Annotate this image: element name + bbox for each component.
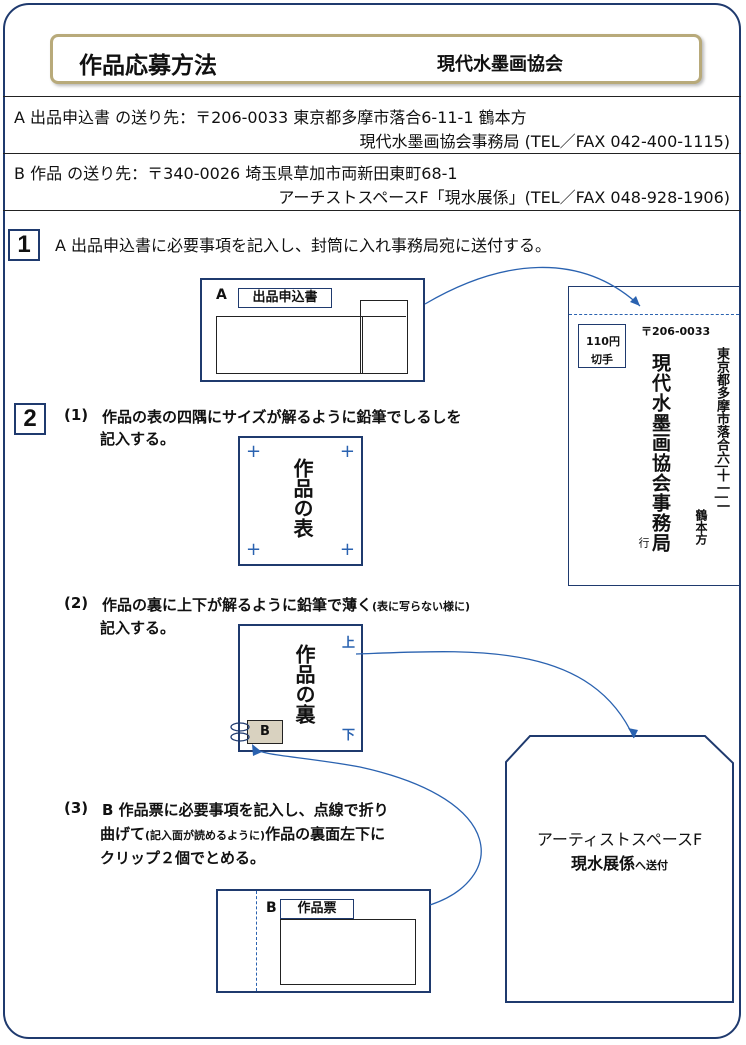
address-a-line1: A 出品申込書 の送り先：〒206-0033 東京都多摩市落合6-11-1 鶴本… [14,108,527,127]
step2-sub1-line1: 作品の表の四隅にサイズが解るように鉛筆でしるしを [102,408,462,426]
stamp-label: 切手 [591,353,613,366]
organization-name: 現代水墨画協会 [437,54,563,75]
step1-text: A 出品申込書に必要事項を記入し、封筒に入れ事務局宛に送付する。 [55,236,552,255]
divider [3,96,741,97]
form-divider [360,316,406,317]
clipped-ticket: B [247,720,283,744]
step2-sub1-number: (1) [64,406,89,424]
artwork-back: 作品の裏 上 下 B [238,624,363,752]
envelope: 110円 切手 〒206-0033 現代水墨画協会事務局 行 東京都多摩市落合六… [568,286,740,586]
step2-sub3-line1: B 作品票に必要事項を記入し、点線で折り [102,801,389,819]
step2-number: 2 [14,403,46,435]
address-b-line1: B 作品 の送り先：〒340-0026 埼玉県草加市両新田東町68-1 [14,164,458,183]
stamp-price: 110円 [586,335,620,348]
title-banner: 作品応募方法 現代水墨画協会 [50,34,702,84]
artwork-front-label: 作品の表 [290,458,314,538]
form-field [360,300,408,374]
top-mark: 上 [342,636,356,651]
bag-line1: アーティストスペースF [536,830,703,849]
corner-mark: + [246,539,262,560]
envelope-postal-code: 〒206-0033 [641,325,711,338]
stamp-box: 110円 切手 [578,324,626,368]
step2-sub3-note: (記入面が読めるように) [145,829,266,842]
form-letter: A [216,287,227,303]
step2-sub3-number: (3) [64,799,89,817]
step2-sub2-line2: 記入する。 [100,619,176,637]
step2-sub3-part-b: 作品の裏面左下に [265,825,386,843]
envelope-flap-line [569,314,739,315]
artwork-front: + + + + 作品の表 [238,436,363,566]
envelope-suffix: 行 [637,537,650,548]
step2-sub2-main: 作品の裏に上下が解るように鉛筆で薄く [102,596,373,614]
step2-sub2-number: (2) [64,594,89,612]
page-title: 作品応募方法 [79,53,217,79]
envelope-care-of: 鶴本方 [694,509,708,545]
corner-mark: + [339,539,355,560]
application-form: A 出品申込書 [200,278,425,382]
bag-line2: 現水展係へ送付 [506,850,733,874]
step2-sub2-line1: 作品の裏に上下が解るように鉛筆で薄く(表に写らない様に) [102,594,470,615]
work-ticket: B 作品票 [216,889,431,993]
address-b-line2: アーチストスペースF「現水展係」(TEL／FAX 048-928-1906) [278,188,730,207]
ticket-field [280,919,416,985]
form-field [216,316,363,374]
envelope-recipient: 現代水墨画協会事務局 [649,353,671,553]
bottom-mark: 下 [342,728,356,743]
page-frame [3,3,741,1039]
step2-sub3-part-a: 曲げて [100,825,146,843]
ticket-label: 作品票 [280,899,354,919]
bag-line2-note: へ送付 [635,859,668,872]
divider [3,153,741,154]
bag-line2-main: 現水展係 [570,854,635,873]
step1-number: 1 [8,229,40,261]
address-a-line2: 現代水墨画協会事務局 (TEL／FAX 042-400-1115) [359,132,730,151]
ticket-letter: B [266,900,277,916]
artwork-back-label: 作品の裏 [292,644,316,724]
divider [3,210,741,211]
step2-sub2-note: (表に写らない様に) [372,600,471,613]
corner-mark: + [339,441,355,462]
step2-sub3-line2: 曲げて(記入面が読めるように)作品の裏面左下に [100,823,385,844]
step2-sub3-line3: クリップ２個でとめる。 [100,849,266,867]
corner-mark: + [246,441,262,462]
envelope-address: 東京都多摩市落合六|十一|一 [714,347,729,513]
fold-line [256,891,257,991]
form-label: 出品申込書 [238,288,332,308]
step2-sub1-line2: 記入する。 [100,430,176,448]
